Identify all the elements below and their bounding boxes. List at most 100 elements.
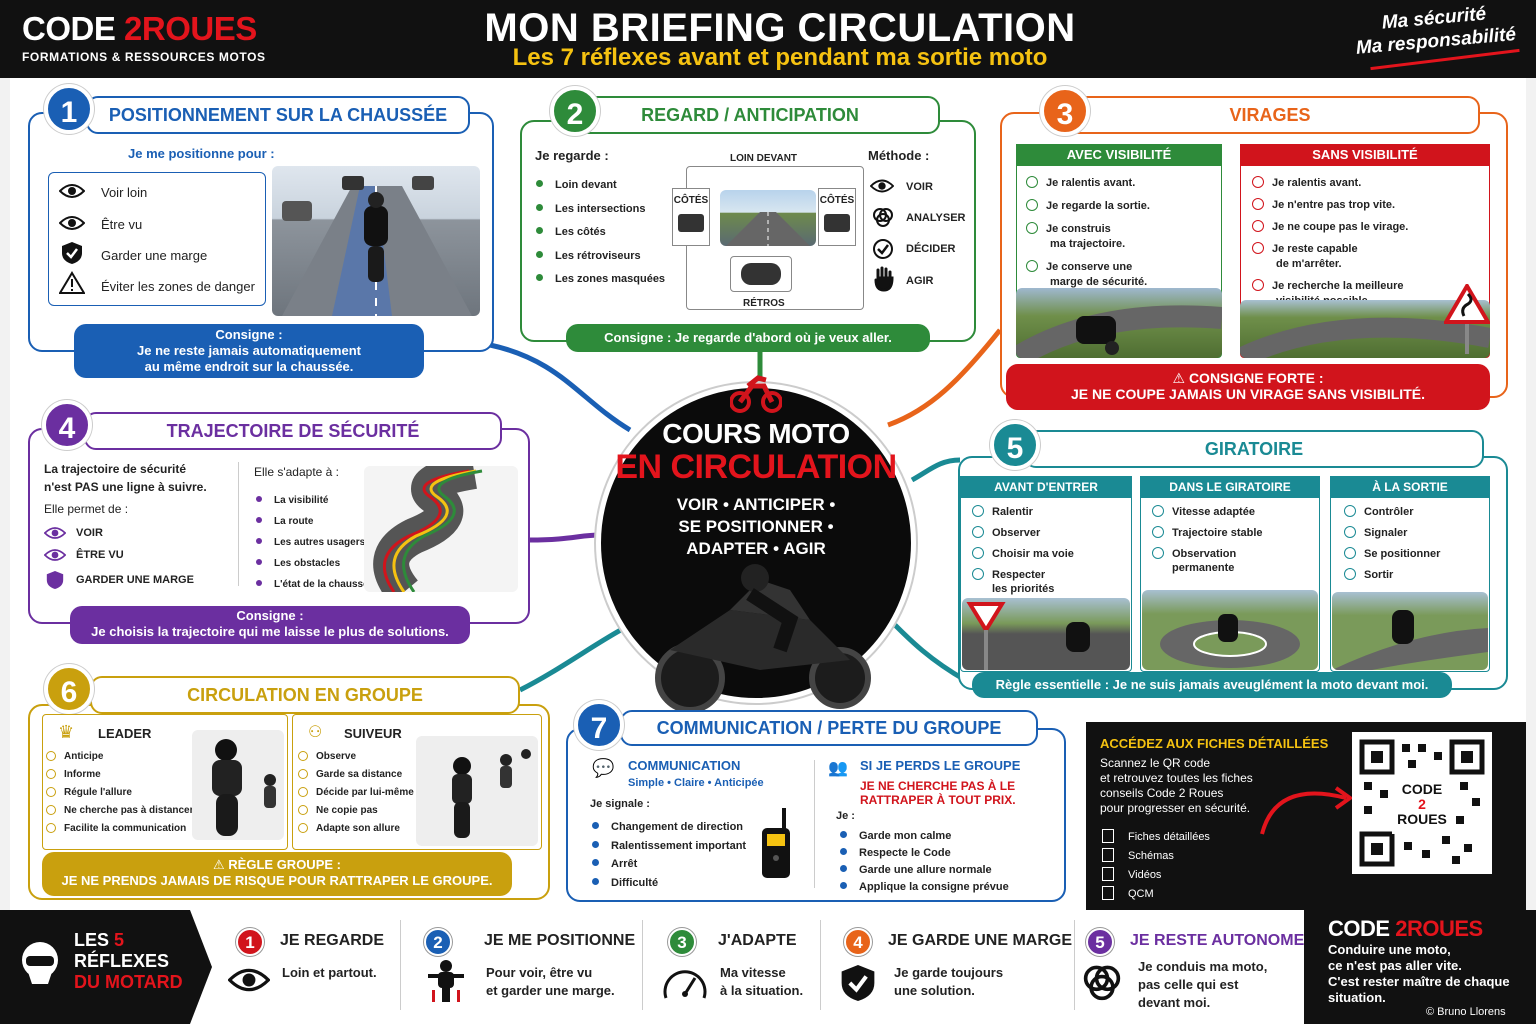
divider: [238, 462, 239, 586]
section-6-title: CIRCULATION EN GROUPE: [90, 676, 520, 714]
giratoire-col-3-title: À LA SORTIE: [1330, 476, 1490, 498]
divider: [400, 920, 401, 1010]
s2-item: Les rétroviseurs: [555, 249, 641, 262]
comm-item: Changement de direction: [611, 821, 744, 833]
leader-item: Ne cherche pas à distancer: [64, 805, 194, 816]
warning-icon: [58, 271, 86, 300]
yield-road-image: [962, 598, 1130, 670]
footer-text-3: Ma vitesse à la situation.: [720, 965, 804, 998]
road-view-image: [720, 190, 816, 246]
follower-panel: [292, 714, 542, 850]
helmet-icon: [20, 938, 60, 993]
gauge-icon: [662, 962, 708, 1009]
footer-brand-text: Conduire une moto, ce n'est pas aller vi…: [1328, 942, 1510, 1005]
s2-item: Les zones masquées: [555, 273, 666, 285]
rear-mirror-box: [730, 256, 792, 292]
method-label: Méthode :: [868, 148, 930, 163]
eye-icon: [227, 966, 271, 999]
eye-icon: [43, 526, 67, 545]
roundabout-image: [1142, 590, 1318, 670]
section-3-consigne: ⚠ CONSIGNE FORTE : JE NE COUPE JAMAIS UN…: [1006, 364, 1490, 410]
section-2-intro: Je regarde :: [535, 148, 609, 163]
footer-num-2: 2: [424, 928, 452, 956]
leader-panel: [42, 714, 288, 850]
section-4-consigne: Consigne : Je choisis la trajectoire qui…: [70, 606, 470, 644]
sport-motorcycle-illustration: [640, 560, 880, 715]
adapte-item: Les obstacles: [274, 558, 341, 569]
comm-list: Changement de direction Ralentissement i…: [592, 818, 746, 892]
header: [0, 0, 1536, 78]
lost-item: Applique la consigne prévue: [859, 881, 1009, 893]
giratoire-col-1-title: AVANT D'ENTRER: [960, 476, 1132, 498]
hand-icon: [874, 266, 894, 297]
section-5-number: 5: [990, 420, 1040, 470]
s1-item-4: Éviter les zones de danger: [101, 279, 255, 294]
visibility-list: Je ralentis avant. Je regarde la sortie.…: [1026, 176, 1150, 290]
gir-item: Contrôler: [1364, 506, 1414, 518]
qr-resources: Fiches détaillées Schémas Vidéos QCM: [1102, 828, 1210, 904]
video-icon: [1102, 867, 1114, 881]
section-1-list: Voir loin Être vu Garder une marge Évite…: [48, 172, 266, 306]
check-circle-icon: [872, 238, 894, 265]
footer-title-1: JE REGARDE: [280, 932, 385, 949]
center-keywords: VOIR • ANTICIPER •SE POSITIONNER •ADAPTE…: [676, 495, 836, 558]
qr-text: Scannez le QR code et retrouvez toutes l…: [1100, 756, 1253, 815]
adapte-item: Les autres usagers: [274, 537, 366, 548]
lost-warning: JE NE CHERCHE PAS À LE RATTRAPER À TOUT …: [860, 779, 1016, 807]
mirror-icon: [678, 214, 704, 232]
mirror-icon: [824, 214, 850, 232]
giratoire-col-3-list: Contrôler Signaler Se positionner Sortir: [1344, 505, 1440, 582]
center-title-line2: EN CIRCULATION: [615, 448, 897, 486]
right-side-box: CÔTÉS: [818, 188, 856, 246]
brand-logo: CODE 2ROUES: [22, 10, 257, 47]
divider: [820, 920, 821, 1010]
trajectory-illustration: [364, 466, 518, 592]
gir-item: Ralentir: [992, 506, 1033, 518]
novis-item: Je n'entre pas trop vite.: [1272, 199, 1396, 211]
copyright: © Bruno Llorens: [1426, 1006, 1506, 1018]
section-1-consigne: Consigne : Je ne reste jamais automatiqu…: [74, 324, 424, 378]
s1-item-1: Voir loin: [101, 185, 148, 200]
footer-text-2: Pour voir, être vu et garder une marge.: [486, 965, 615, 998]
lost-item: Garde une allure normale: [859, 864, 992, 876]
footer-text-4: Je garde toujours une solution.: [894, 965, 1004, 998]
method-agir: AGIR: [906, 275, 934, 287]
giratoire-col-1-list: Ralentir Observer Choisir ma voie Respec…: [972, 505, 1074, 596]
section-7-title: COMMUNICATION / PERTE DU GROUPE: [620, 710, 1038, 746]
mirror-icon: [741, 263, 781, 285]
lost-je: Je :: [836, 810, 855, 822]
warning-icon: ⚠: [213, 857, 229, 872]
footer-num-4: 4: [844, 928, 872, 956]
page-title: MON BRIEFING CIRCULATION: [484, 6, 1076, 50]
follower-title: SUIVEUR: [344, 726, 402, 741]
section-1-title: POSITIONNEMENT SUR LA CHAUSSÉE: [86, 96, 470, 134]
vis-item: Je ralentis avant.: [1046, 177, 1136, 189]
s1-item-2: Être vu: [101, 217, 143, 232]
novis-item: Je reste capable de m'arrêter.: [1272, 243, 1358, 270]
leader-title: LEADER: [98, 726, 152, 741]
leader-item: Facilite la communication: [64, 823, 187, 834]
road-position-illustration: [272, 166, 480, 316]
leader-item: Informe: [64, 769, 101, 780]
vis-item: Je conserve une marge de sécurité.: [1046, 261, 1148, 288]
follower-item: Ne copie pas: [316, 805, 378, 816]
eye-icon: [58, 183, 86, 204]
diagram-icon: [1102, 848, 1114, 862]
giratoire-col-2-title: DANS LE GIRATOIRE: [1140, 476, 1320, 498]
gir-item: Sortir: [1364, 569, 1394, 581]
section-communication: [566, 728, 1066, 902]
arrow-icon: [1256, 770, 1356, 845]
s4-item-voir: VOIR: [76, 527, 103, 539]
page-subtitle: Les 7 réflexes avant et pendant ma sorti…: [512, 44, 1048, 71]
section-3-title: VIRAGES: [1060, 96, 1480, 134]
section-5-title: GIRATOIRE: [1024, 430, 1484, 468]
section-3-number: 3: [1040, 86, 1090, 136]
qr-code[interactable]: [1352, 732, 1492, 874]
gir-item: Se positionner: [1364, 548, 1441, 560]
lost-title: SI JE PERDS LE GROUPE: [860, 758, 1021, 773]
left-side-box: CÔTÉS: [672, 188, 710, 246]
follower-item: Adapte son allure: [316, 823, 400, 834]
eye-icon: [43, 548, 67, 567]
